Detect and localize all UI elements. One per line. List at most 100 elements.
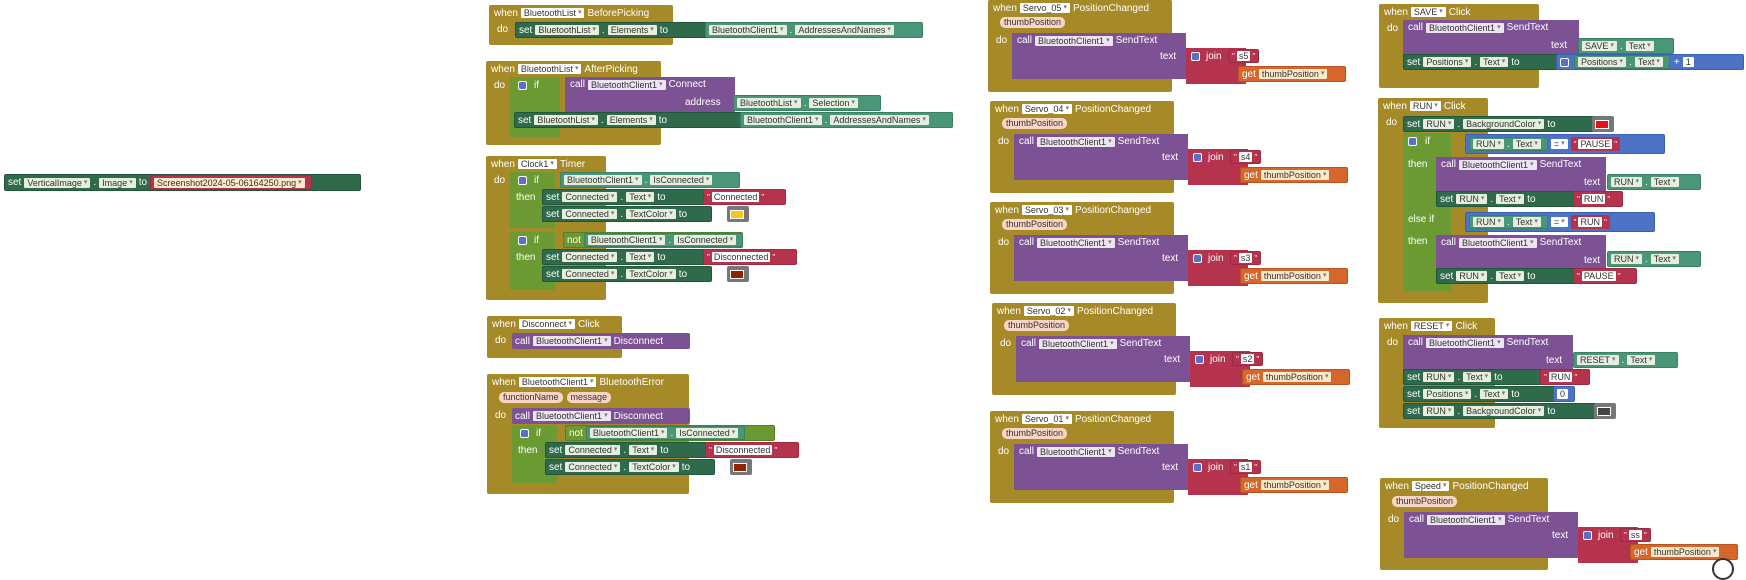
component-dropdown[interactable]: BluetoothClient1 (589, 428, 668, 438)
variable-dropdown[interactable]: thumbPosition (1260, 170, 1330, 180)
component-dropdown[interactable]: RUN (1611, 177, 1643, 187)
string-value[interactable]: PAUSE (1581, 271, 1616, 281)
property-dropdown[interactable]: Text (1650, 177, 1679, 187)
pause-string[interactable]: "PAUSE" (1570, 137, 1621, 151)
call-bluetooth-disconnect[interactable]: callBluetoothClient1Disconnect (512, 333, 690, 349)
event-component-dropdown[interactable]: Servo_01 (1021, 414, 1072, 424)
reset-text-getter[interactable]: RESET.Text (1573, 352, 1678, 368)
component-dropdown[interactable]: BluetoothClient1 (533, 336, 611, 346)
string-value[interactable]: PAUSE (1578, 139, 1613, 149)
property-dropdown[interactable]: Selection (809, 98, 858, 108)
event-component-dropdown[interactable]: RUN (1409, 101, 1441, 111)
component-dropdown[interactable]: BluetoothClient1 (1039, 338, 1117, 349)
string-value[interactable]: Disconnected (711, 252, 771, 262)
string-value[interactable]: s3 (1238, 253, 1253, 263)
property-dropdown[interactable]: Text (1650, 254, 1679, 264)
component-dropdown[interactable]: BluetoothClient1 (1037, 136, 1115, 147)
call-servo-sendtext[interactable]: callBluetoothClient1SendText text (1012, 33, 1186, 79)
run-text-getter[interactable]: RUN.Text (1469, 215, 1548, 229)
property-dropdown[interactable]: Text (1634, 57, 1663, 67)
save-text-getter[interactable]: SAVE.Text (1578, 38, 1674, 54)
param-thumbposition[interactable]: thumbPosition (1392, 496, 1458, 507)
component-dropdown[interactable]: BluetoothClient1 (1459, 237, 1537, 248)
call-run-sendtext-2[interactable]: callBluetoothClient1SendText text (1436, 235, 1606, 271)
run-text-getter-2[interactable]: RUN.Text (1607, 174, 1701, 190)
component-dropdown[interactable]: RUN (1611, 254, 1643, 264)
mutator-gear-icon[interactable] (1408, 137, 1417, 146)
event-component-dropdown[interactable]: Speed (1411, 481, 1450, 491)
component-dropdown[interactable]: RUN (1423, 406, 1455, 416)
servo-string[interactable]: "s2" (1232, 352, 1264, 366)
component-dropdown[interactable]: BluetoothClient1 (1035, 35, 1113, 46)
compare-run-block[interactable]: RUN.Text = "RUN" (1465, 212, 1655, 232)
call-servo-sendtext[interactable]: callBluetoothClient1SendText text (1014, 134, 1188, 180)
pause-string-2[interactable]: "PAUSE" (1573, 268, 1637, 284)
mutator-gear-icon[interactable] (1193, 463, 1202, 472)
component-dropdown[interactable]: BluetoothClient1 (564, 175, 642, 185)
string-value[interactable]: Connected (711, 192, 760, 202)
property-dropdown[interactable]: Text (1480, 389, 1509, 399)
variable-dropdown[interactable]: thumbPosition (1258, 69, 1328, 79)
component-dropdown[interactable]: Connected (562, 209, 618, 219)
property-dropdown[interactable]: Text (1512, 139, 1541, 149)
run-text-getter-3[interactable]: RUN.Text (1607, 251, 1701, 267)
param-functionname[interactable]: functionName (499, 392, 563, 403)
property-dropdown[interactable]: IsConnected (676, 428, 739, 438)
string-value[interactable]: s5 (1236, 51, 1251, 61)
darkred-swatch[interactable] (733, 462, 747, 472)
darkgray-swatch[interactable] (1597, 406, 1611, 416)
component-dropdown[interactable]: BluetoothClient1 (1426, 337, 1504, 348)
call-run-sendtext-1[interactable]: callBluetoothClient1SendText text (1436, 157, 1606, 193)
mutator-gear-icon[interactable] (518, 81, 527, 90)
param-thumbposition[interactable]: thumbPosition (1002, 118, 1068, 129)
component-dropdown[interactable]: RUN (1423, 372, 1455, 382)
component-dropdown[interactable]: BluetoothClient1 (1427, 514, 1505, 525)
event-component-dropdown[interactable]: Servo_05 (1019, 3, 1070, 13)
param-thumbposition[interactable]: thumbPosition (1002, 428, 1068, 439)
property-dropdown[interactable]: TextColor (626, 269, 676, 279)
property-dropdown[interactable]: Text (1496, 194, 1525, 204)
component-dropdown[interactable]: RUN (1473, 139, 1505, 149)
component-dropdown[interactable]: RUN (1423, 119, 1455, 129)
component-dropdown[interactable]: Connected (565, 445, 621, 455)
string-value[interactable]: Disconnected (713, 445, 773, 455)
mutator-gear-icon[interactable] (518, 176, 527, 185)
variable-dropdown[interactable]: thumbPosition (1260, 480, 1330, 490)
component-dropdown[interactable]: RUN (1456, 271, 1488, 281)
mutator-gear-icon[interactable] (1193, 153, 1202, 162)
disconnected-string-2[interactable]: "Disconnected" (705, 442, 799, 458)
not-block-2[interactable]: not BluetoothClient1.IsConnected (565, 425, 775, 441)
component-dropdown[interactable]: BluetoothClient1 (1459, 159, 1537, 170)
if-block[interactable]: if then (510, 77, 560, 137)
param-thumbposition[interactable]: thumbPosition (1002, 219, 1068, 230)
mutator-gear-icon[interactable] (518, 236, 527, 245)
call-bluetooth-connect[interactable]: callBluetoothClient1Connect address (565, 77, 735, 113)
property-dropdown[interactable]: Text (626, 192, 655, 202)
join-block[interactable]: join "s1" (1188, 459, 1262, 495)
not-block[interactable]: not BluetoothClient1.IsConnected (563, 232, 744, 248)
call-servo-sendtext[interactable]: callBluetoothClient1SendText text (1014, 444, 1188, 490)
component-dropdown[interactable]: BluetoothClient1 (1426, 22, 1504, 33)
property-dropdown[interactable]: AddressesAndNames (830, 115, 929, 125)
event-component-dropdown[interactable]: Servo_03 (1021, 205, 1072, 215)
servo-string[interactable]: "s3" (1230, 251, 1262, 265)
component-dropdown[interactable]: BluetoothClient1 (709, 25, 787, 35)
bluetoothlist-selection-getter[interactable]: BluetoothList.Selection (733, 95, 881, 111)
property-dropdown[interactable]: Text (1625, 41, 1654, 51)
param-thumbposition[interactable]: thumbPosition (1004, 320, 1070, 331)
property-dropdown[interactable]: BackgroundColor (1463, 119, 1545, 129)
darkred-color-block-2[interactable] (730, 459, 752, 475)
component-dropdown[interactable]: RUN (1473, 217, 1505, 227)
property-dropdown[interactable]: Text (1463, 372, 1492, 382)
